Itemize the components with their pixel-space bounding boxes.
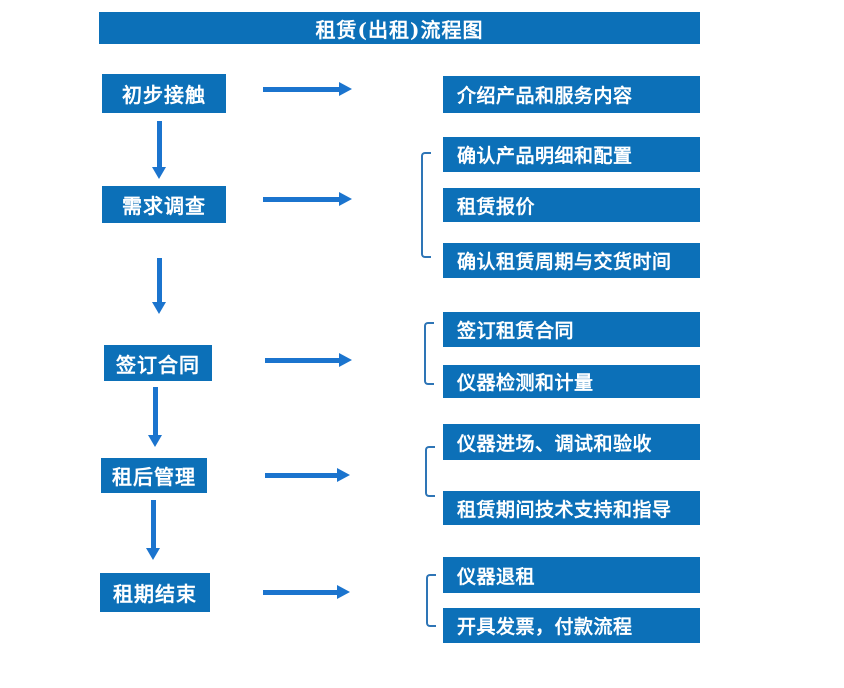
detail-box-instrument-return: 仪器退租 [443, 557, 700, 593]
detail-box-confirm-rental-period-delivery: 确认租赁周期与交货时间 [443, 243, 700, 278]
group-bracket-demand-survey [421, 152, 431, 258]
arrow-down-icon-3 [148, 387, 162, 447]
arrow-right-icon-2 [263, 192, 352, 206]
stage-box-initial-contact: 初步接触 [102, 74, 226, 113]
detail-box-rental-quotation: 租赁报价 [443, 188, 700, 222]
arrow-right-icon-3 [265, 353, 352, 367]
arrow-right-icon-5 [263, 585, 350, 599]
detail-box-invoice-payment-process: 开具发票，付款流程 [443, 608, 700, 643]
title-banner: 租赁(出租)流程图 [99, 12, 700, 44]
group-bracket-post-rental [425, 446, 435, 497]
arrow-down-icon-1 [152, 121, 166, 179]
detail-box-confirm-product-details: 确认产品明细和配置 [443, 137, 700, 172]
arrow-down-icon-4 [146, 500, 160, 560]
detail-box-sign-rental-contract: 签订租赁合同 [443, 312, 700, 347]
group-bracket-sign-contract [424, 322, 434, 385]
arrow-down-icon-2 [152, 258, 166, 314]
stage-box-demand-survey: 需求调查 [102, 186, 226, 223]
stage-box-post-rental-management: 租后管理 [101, 458, 207, 493]
arrow-right-icon-4 [265, 468, 350, 482]
stage-box-sign-contract: 签订合同 [104, 345, 212, 381]
page-title: 租赁(出租)流程图 [315, 17, 484, 42]
detail-box-instrument-setup-acceptance: 仪器进场、调试和验收 [443, 424, 700, 460]
arrow-right-icon-1 [263, 82, 352, 96]
detail-box-introduce-products-services: 介绍产品和服务内容 [443, 76, 700, 113]
detail-box-technical-support-guidance: 租赁期间技术支持和指导 [443, 491, 700, 525]
group-bracket-lease-end [426, 574, 436, 627]
detail-box-instrument-testing-metering: 仪器检测和计量 [443, 365, 700, 398]
stage-box-lease-end: 租期结束 [100, 573, 210, 612]
